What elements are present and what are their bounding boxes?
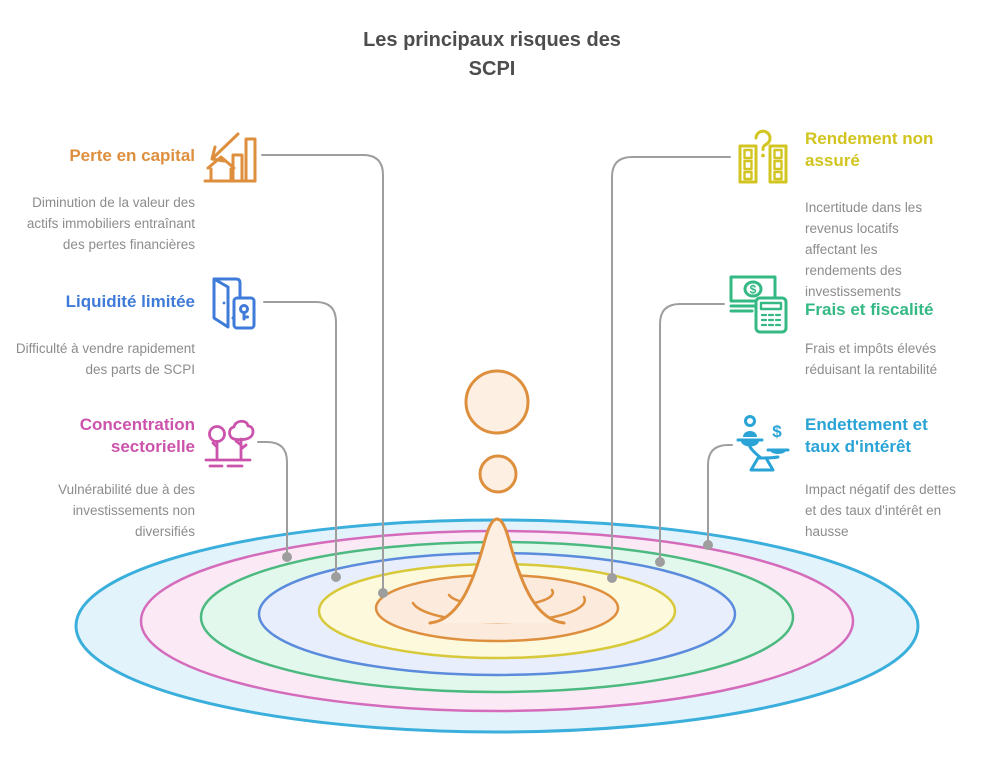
page-title-line2: SCPI — [468, 58, 516, 80]
connector-endettement — [707, 444, 733, 546]
connector-rendement — [611, 156, 731, 579]
droplet-large — [464, 369, 530, 435]
risk-description-liquidite-limitee: Difficulté à vendre rapidement des parts… — [15, 341, 195, 377]
connector-concentration — [257, 441, 288, 558]
page-title: Les principaux risques des SCPI — [332, 26, 652, 84]
money-calculator-icon: $ — [729, 275, 788, 334]
house-chart-decline-icon — [203, 132, 257, 183]
splash-peak — [428, 517, 566, 625]
connector-dot-frais — [655, 557, 665, 567]
risk-title-frais-et-fiscalite: Frais et fiscalité — [805, 300, 934, 319]
connector-dot-endettement — [703, 540, 713, 550]
trees-icon — [204, 419, 255, 468]
connector-dot-perte — [378, 588, 388, 598]
buildings-question-icon — [738, 129, 788, 184]
connector-liquidite-limitee — [263, 301, 337, 578]
risk-description-concentration-sectorielle: Vulnérabilité due à des investissements … — [58, 482, 195, 539]
risk-title-rendement-non-assure: Rendement non assuré — [805, 129, 934, 171]
droplet-small — [478, 454, 518, 494]
risk-description-rendement-non-assure: Incertitude dans les revenus locatifs af… — [805, 200, 923, 299]
connector-perte-en-capital — [261, 154, 384, 594]
risk-description-frais-et-fiscalite: Frais et impôts élevés réduisant la rent… — [805, 341, 938, 377]
connector-dot-concentration — [282, 552, 292, 562]
page-title-line1: Les principaux risques des — [363, 29, 621, 51]
connector-dot-rendement — [607, 573, 617, 583]
risk-title-perte-en-capital: Perte en capital — [69, 146, 195, 165]
balance-dollar-icon: $ — [736, 415, 790, 472]
risk-description-endettement-taux: Impact négatif des dettes et des taux d'… — [805, 482, 956, 539]
svg-text:$: $ — [750, 283, 757, 297]
door-key-icon — [212, 277, 256, 330]
svg-text:$: $ — [772, 422, 782, 441]
risk-description-perte-en-capital: Diminution de la valeur des actifs immob… — [26, 195, 195, 252]
risk-title-endettement-taux: Endettement et taux d'intérêt — [805, 415, 928, 457]
risk-title-concentration-sectorielle: Concentration sectorielle — [79, 415, 195, 457]
connector-frais-fiscalite — [659, 303, 725, 563]
connector-dot-liquidite — [331, 572, 341, 582]
risk-title-liquidite-limitee: Liquidité limitée — [65, 292, 195, 311]
